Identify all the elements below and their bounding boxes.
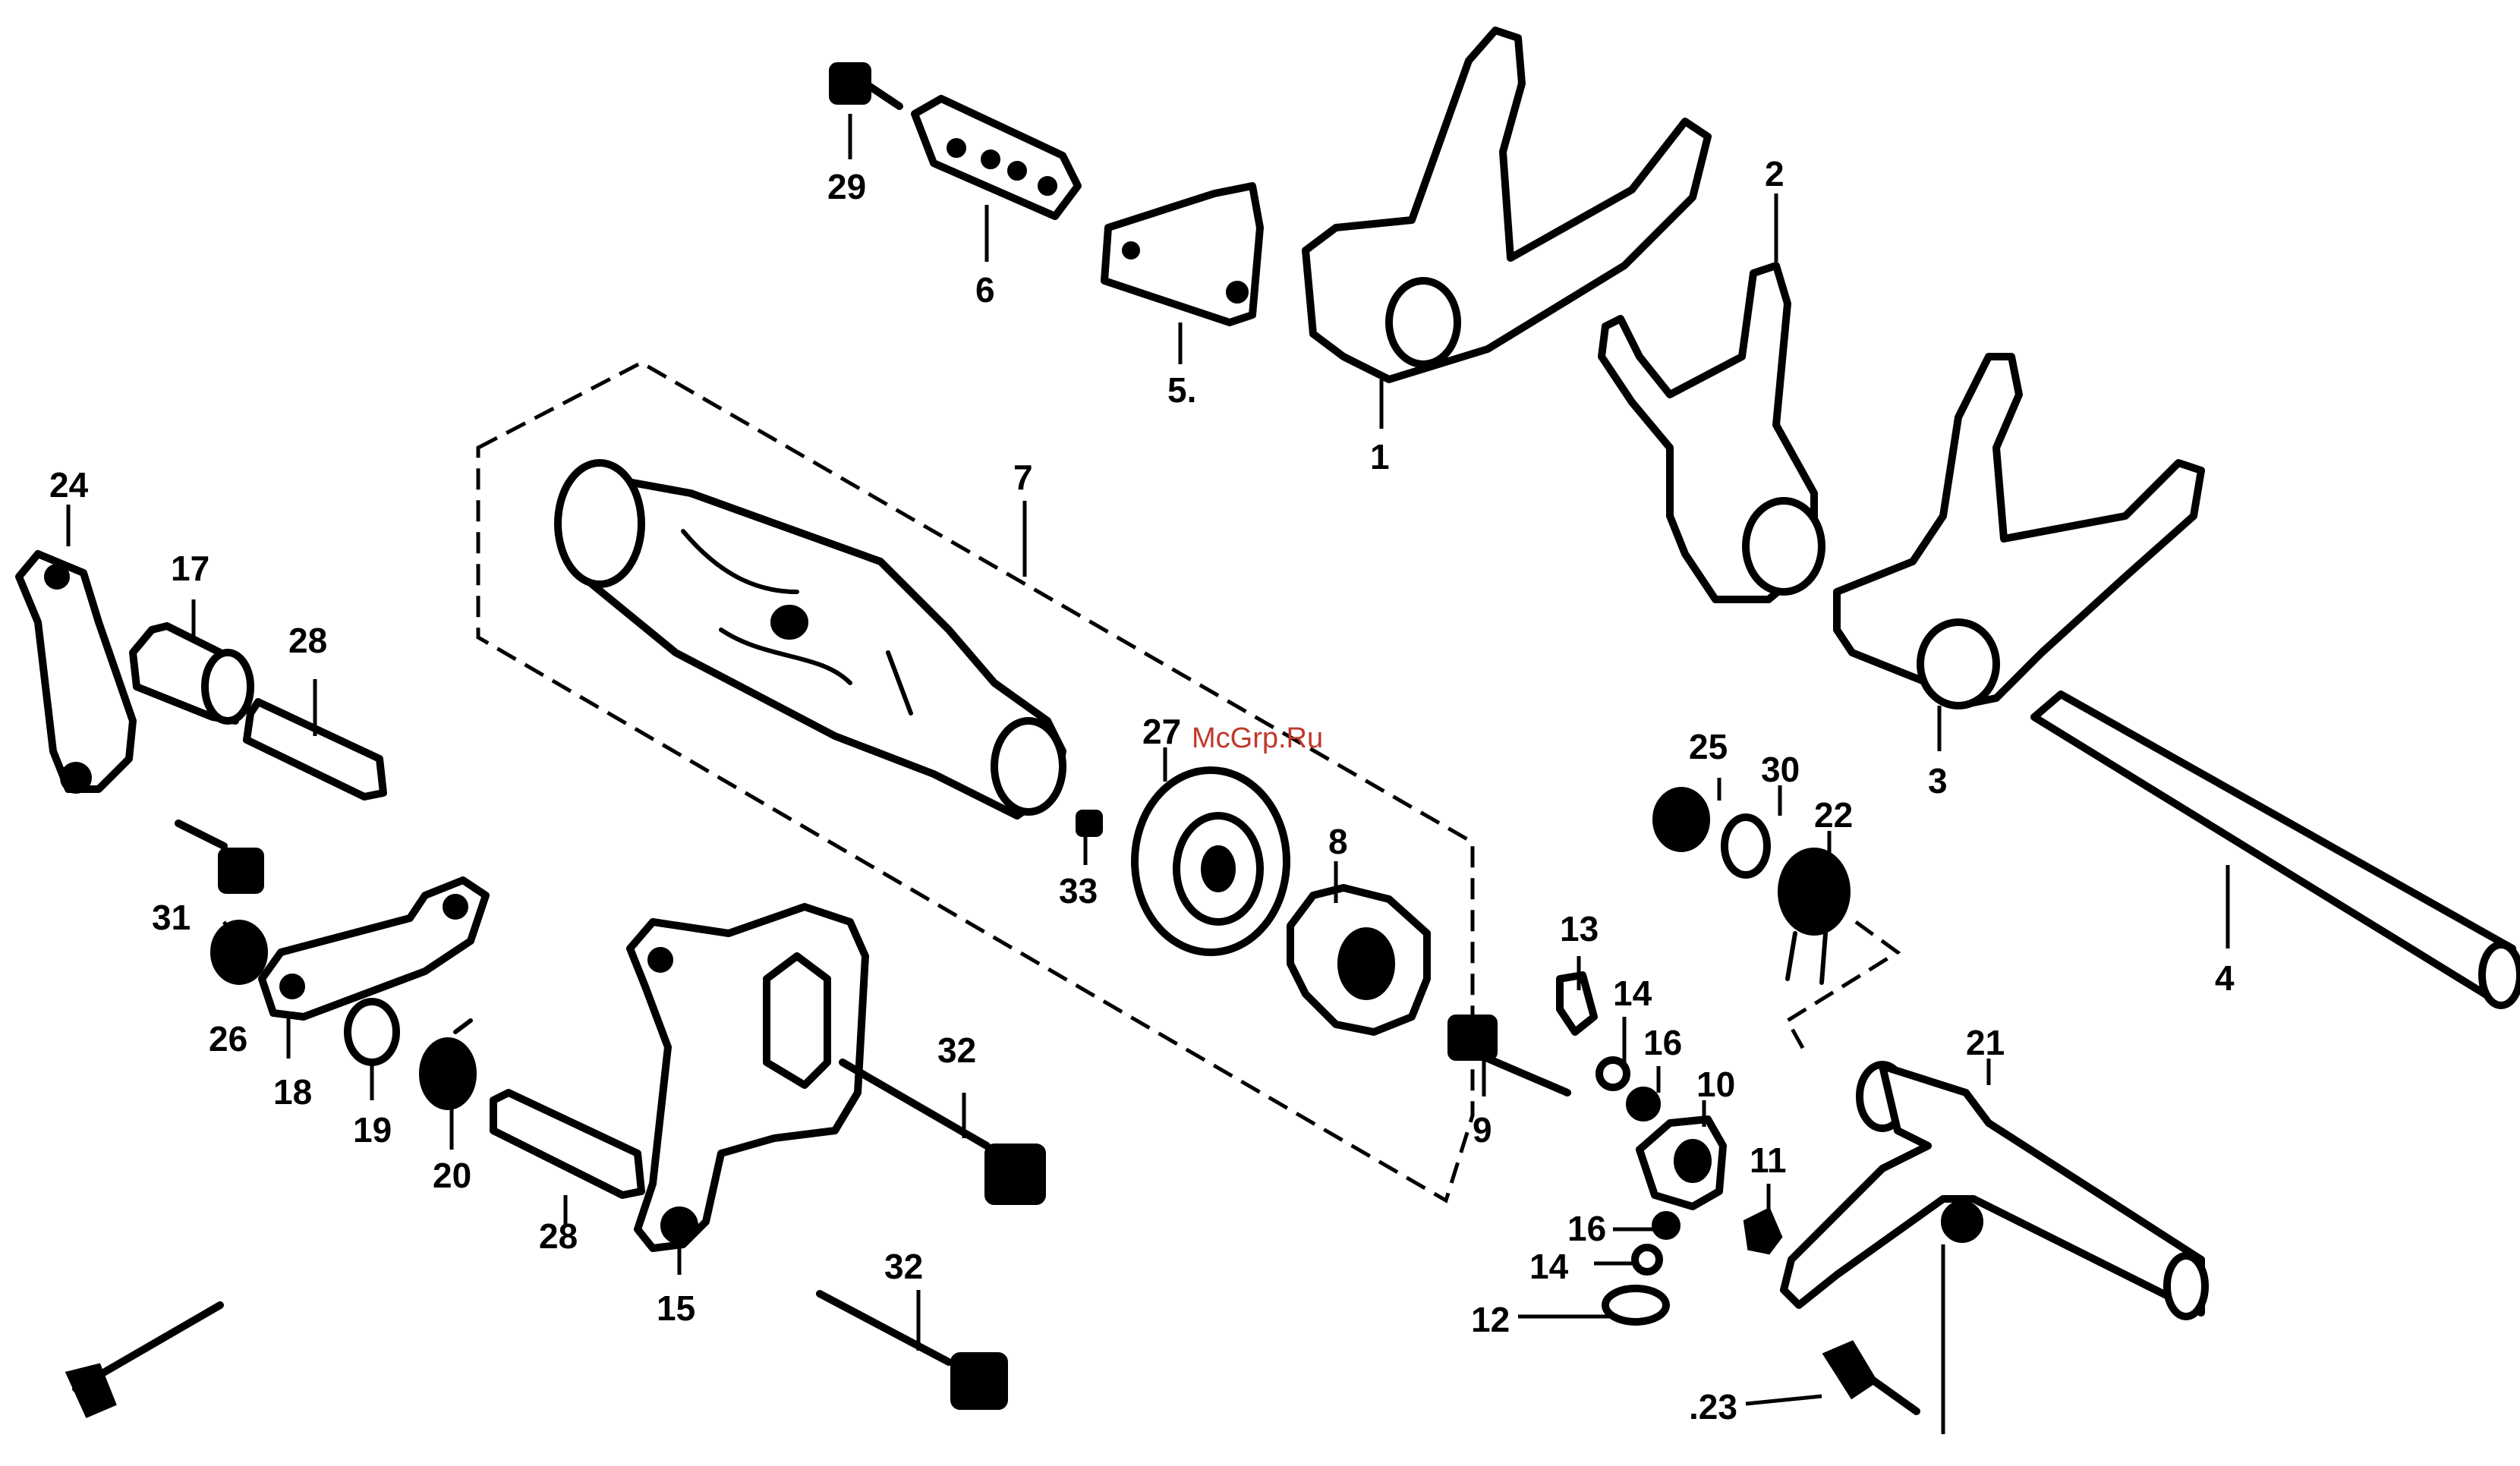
callout-33: 33 <box>1059 871 1098 911</box>
callout-22: 22 <box>1814 795 1853 835</box>
callout-4: 4 <box>2215 958 2235 998</box>
part-32-bolt-upper <box>843 1062 1044 1203</box>
callout-17: 17 <box>171 549 209 588</box>
callout-32-lower: 32 <box>884 1247 923 1286</box>
part-25-nut <box>1655 789 1708 850</box>
part-10-roller-arm <box>1640 1119 1723 1206</box>
part-26-nut <box>213 922 266 983</box>
callout-28-upper: 28 <box>288 621 327 660</box>
callout-14-lower: 14 <box>1529 1247 1569 1286</box>
callout-20: 20 <box>433 1156 471 1195</box>
part-7-shift-drum <box>558 463 1063 816</box>
callout-7: 7 <box>1013 458 1033 497</box>
part-11-collar <box>1746 1210 1780 1252</box>
callout-25: 25 <box>1689 727 1728 766</box>
watermark: McGrp.Ru <box>1192 722 1323 754</box>
part-28-pin-lower <box>493 1093 641 1195</box>
callout-18: 18 <box>273 1072 312 1112</box>
callout-21: 21 <box>1966 1023 2005 1062</box>
callout-31: 31 <box>152 898 191 937</box>
callout-24: 24 <box>49 465 89 505</box>
part-8-star-cam <box>1290 888 1427 1032</box>
part-20-spring <box>421 1021 474 1108</box>
callout-14-upper: 14 <box>1613 974 1652 1013</box>
callout-11: 11 <box>1750 1140 1787 1180</box>
callout-9: 9 <box>1473 1110 1492 1150</box>
callout-28-lower: 28 <box>539 1216 578 1256</box>
part-16-pin-upper <box>1628 1089 1658 1119</box>
callout-8: 8 <box>1328 822 1348 861</box>
callout-30: 30 <box>1761 750 1800 789</box>
callout-26: 26 <box>209 1019 247 1059</box>
part-30-washer <box>1725 817 1767 875</box>
part-29-bolt <box>831 64 899 106</box>
part-24-arm <box>19 554 133 791</box>
part-31-bolt <box>178 823 262 892</box>
callout-23: .23 <box>1689 1387 1737 1427</box>
part-3-shift-fork <box>1837 357 2201 706</box>
part-12-washer <box>1605 1288 1666 1322</box>
part-23-bolt <box>1825 1343 1917 1411</box>
part-15-drum-shifter <box>630 907 865 1248</box>
callout-2: 2 <box>1765 154 1784 193</box>
callout-16-upper: 16 <box>1643 1023 1682 1062</box>
part-33-pin <box>1078 812 1101 835</box>
part-21-shift-spindle <box>1784 1065 2205 1317</box>
part-22-spring <box>1780 850 1848 983</box>
shift-spindle-link-line <box>1788 922 1898 1055</box>
part-19-collar <box>348 1002 396 1062</box>
callout-5: 5. <box>1167 370 1196 410</box>
callout-12: 12 <box>1471 1300 1510 1339</box>
part-2-shift-fork <box>1602 266 1822 599</box>
callout-15: 15 <box>657 1288 695 1328</box>
part-5-plate <box>1104 186 1260 322</box>
callout-leaders <box>68 114 2228 1434</box>
callout-16-lower: 16 <box>1567 1209 1606 1248</box>
callout-13: 13 <box>1560 909 1599 948</box>
callout-3: 3 <box>1928 761 1948 801</box>
part-9-bolt <box>1450 1017 1567 1093</box>
part-16-pin-lower <box>1654 1213 1678 1238</box>
part-6-plate <box>915 99 1078 216</box>
callout-27: 27 <box>1142 712 1181 751</box>
part-18-plate <box>262 880 486 1017</box>
part-32-bolt-lower <box>820 1294 1006 1408</box>
callout-6: 6 <box>975 270 995 310</box>
part-1-shift-fork <box>1306 30 1708 379</box>
part-27-bearing <box>1135 770 1287 952</box>
callout-32-upper: 32 <box>937 1030 976 1070</box>
callout-29: 29 <box>827 167 866 206</box>
part-4-fork-shaft <box>2034 694 2520 1005</box>
part-14-washer-lower <box>1635 1247 1659 1272</box>
spring-bolt-unlabeled <box>68 1305 220 1415</box>
callout-1: 1 <box>1370 437 1390 477</box>
callout-10: 10 <box>1696 1065 1735 1104</box>
part-17-collar <box>133 626 250 721</box>
callout-19: 19 <box>353 1110 392 1150</box>
